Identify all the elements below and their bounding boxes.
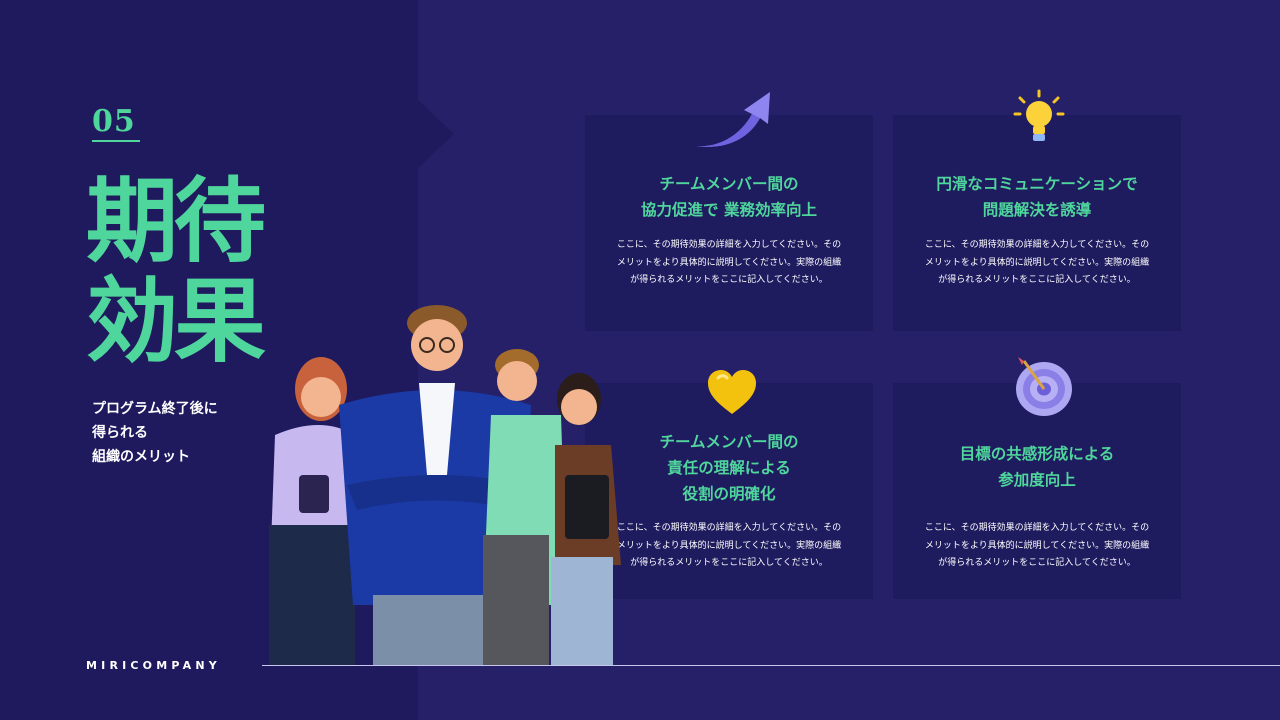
section-number: 05 [92,104,136,139]
benefit-card-description: ここに、その期待効果の詳細を入力してください。その メリットをより具体的に説明し… [924,240,1150,285]
benefit-card-description: ここに、その期待効果の詳細を入力してください。その メリットをより具体的に説明し… [616,523,842,568]
benefit-card-description: ここに、その期待効果の詳細を入力してください。その メリットをより具体的に説明し… [616,240,842,285]
benefit-card-3: チームメンバー間の 責任の理解による 役割の明確化 ここに、その期待効果の詳細を… [585,383,873,599]
benefit-card-description: ここに、その期待効果の詳細を入力してください。その メリットをより具体的に説明し… [924,523,1150,568]
section-number-underline [92,140,140,142]
benefit-card-1: チームメンバー間の 協力促進で 業務効率向上 ここに、その期待効果の詳細を入力し… [585,115,873,331]
page-subtitle: プログラム終了後に 得られる 組織のメリット [92,401,218,465]
benefit-card-title: 目標の共感形成による 参加度向上 [959,445,1115,489]
heart-icon [708,370,756,414]
benefit-card-title: チームメンバー間の 責任の理解による 役割の明確化 [659,433,799,503]
team-illustration [269,305,621,666]
benefit-card-title: チームメンバー間の 協力促進で 業務効率向上 [641,175,817,219]
target-icon [1016,357,1072,416]
lightbulb-icon [1013,89,1065,141]
footer-divider [262,665,1280,666]
benefit-card-2: 円滑なコミュニケーションで 問題解決を誘導 ここに、その期待効果の詳細を入力して… [893,115,1181,331]
benefit-card-title: 円滑なコミュニケーションで 問題解決を誘導 [936,175,1138,219]
benefit-card-4: 目標の共感形成による 参加度向上 ここに、その期待効果の詳細を入力してください。… [893,383,1181,599]
page-title: 期待効果 [86,168,266,375]
company-name: MIRICOMPANY [86,659,221,672]
left-panel-notch [418,100,454,168]
arrow-up-icon [696,92,770,147]
